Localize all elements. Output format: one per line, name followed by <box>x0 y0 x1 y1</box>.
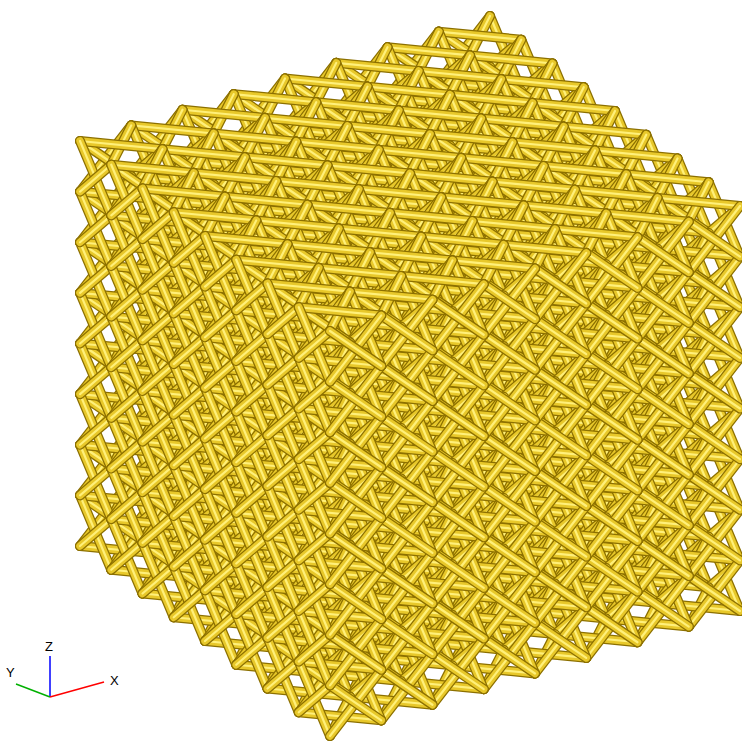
lattice-struts <box>80 16 740 736</box>
